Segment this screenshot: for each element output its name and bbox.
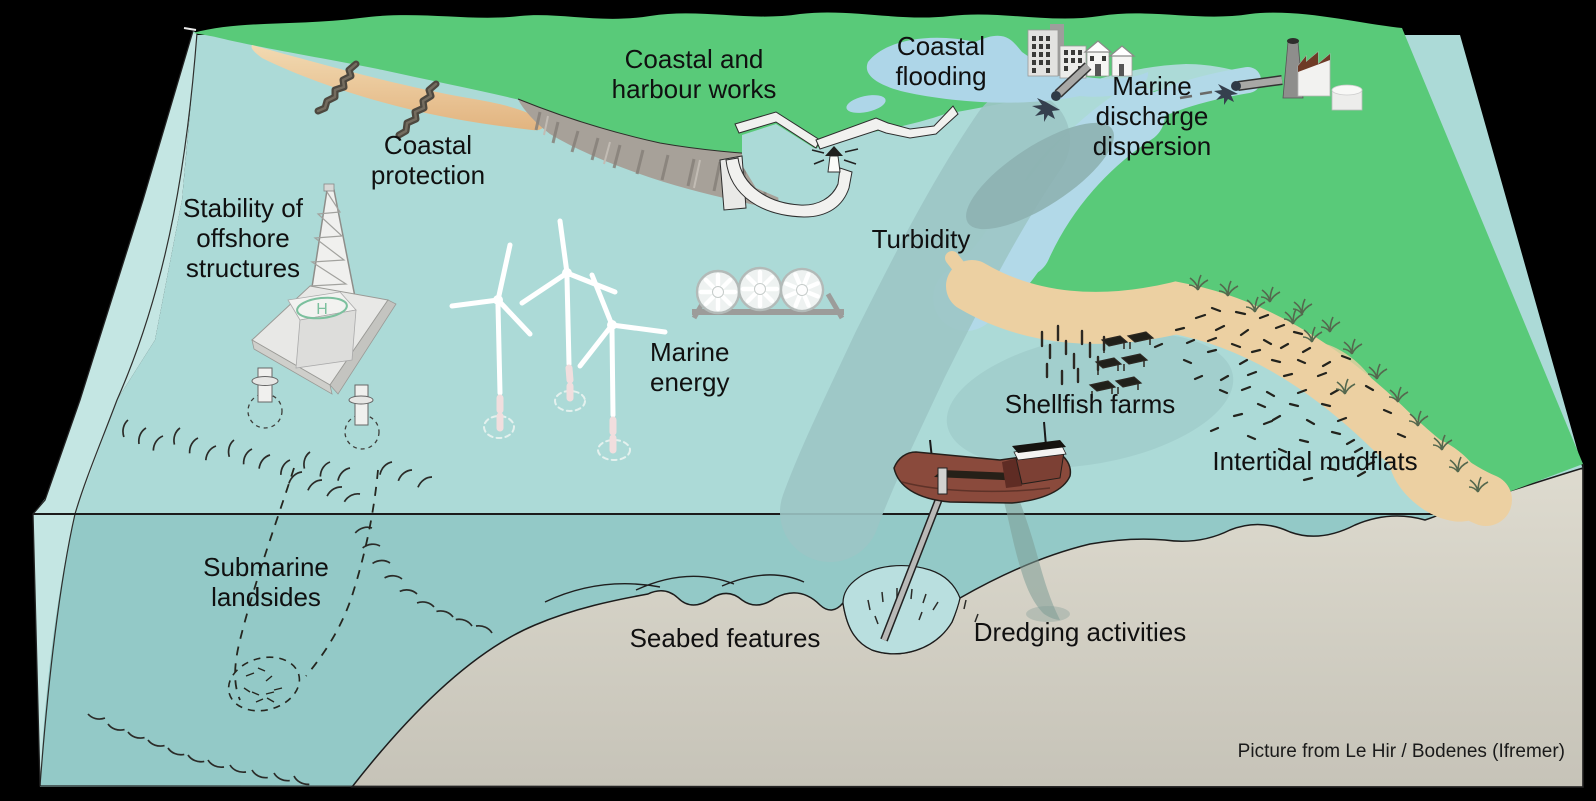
left-face-inner-edge [39,32,198,787]
shellfish-farm-icon [1040,324,1155,398]
label-coastal-protection: Coastal protection [370,130,486,190]
groyne-icon [314,60,440,139]
lighthouse-icon [811,146,859,173]
label-seabed-features: Seabed features [629,623,821,653]
oil-platform-icon: H [247,183,397,450]
label-dredging-activities: Dredging activities [973,617,1187,647]
dredger-ship-icon [880,421,1072,642]
block-outline [32,30,1584,788]
house-icon [1083,40,1136,77]
land [193,12,1583,499]
label-marine-discharge-dispersion: Marine discharge dispersion [1092,71,1212,161]
helipad-letter: H [316,301,328,318]
image-credit: Picture from Le Hir / Bodenes (Ifremer) [1237,741,1565,762]
label-stability-offshore-structures: Stability of offshore structures [183,193,303,283]
label-coastal-harbour-works: Coastal and harbour works [611,44,777,104]
submarine-landslide [227,467,379,712]
sediment-plume [1004,502,1060,620]
harbour-icon [719,105,959,218]
sand-spit [945,251,1512,526]
cliffs [517,98,779,210]
outfall-pipe-icon [1032,62,1283,122]
bay-turbid-tinge [946,332,1234,468]
left-face [33,31,197,786]
beach [251,45,545,131]
corner-mark [183,27,197,31]
dredge-pit [842,565,961,655]
turbidity-dark-patch [966,122,1114,230]
label-shellfish-farms: Shellfish farms [1004,389,1176,419]
wind-turbine-icon [449,218,668,461]
dredge-pit-hatches [867,588,979,625]
coastal-flood-patch [846,35,1149,113]
label-coastal-flooding: Coastal flooding [895,31,987,91]
label-submarine-landsides: Submarine landsides [203,552,329,612]
label-turbidity: Turbidity [871,224,971,254]
factory-icon [1282,38,1363,111]
tidal-turbine-icon [691,263,845,318]
seabed [350,466,1584,788]
label-intertidal-mudflats: Intertidal mudflats [1212,446,1418,476]
mudflat-marks [1153,306,1407,482]
label-marine-energy: Marine energy [650,337,730,397]
sand-waves-arcs [544,574,805,603]
